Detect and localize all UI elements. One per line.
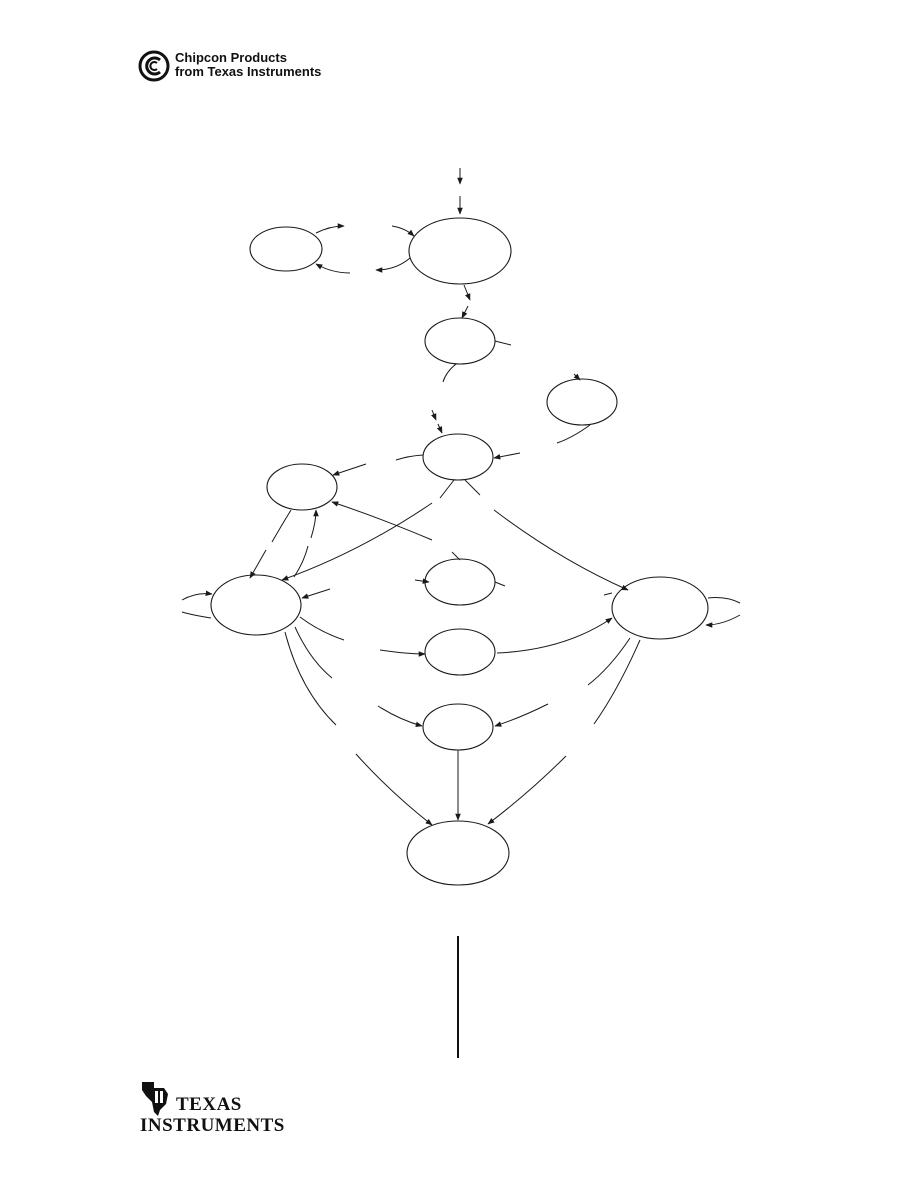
transition-6-to-7 (249, 549, 267, 579)
ti-text-line-1: Texas (176, 1094, 242, 1115)
state-node-10 (424, 628, 496, 676)
state-node-7 (210, 574, 302, 636)
transition-4-exit (556, 424, 591, 444)
transition-9-self-a (707, 597, 741, 604)
transition-7-self-a (181, 611, 212, 619)
state-node-4 (546, 378, 618, 426)
transition-8-stub (451, 551, 461, 561)
footer-divider (457, 936, 459, 1058)
state-node-11 (422, 703, 494, 751)
state-node-8 (424, 558, 496, 606)
state-node-6 (266, 463, 338, 511)
transition-5-to-9-a (464, 479, 481, 496)
transition-2-to-3-b (461, 305, 469, 319)
transition-3-side (494, 340, 512, 346)
transition-9-to-12-a (593, 639, 641, 725)
transition-5-to-7 (281, 502, 433, 581)
transition-7-to-11-a (294, 626, 333, 679)
transition-5-to-7-a (439, 479, 455, 499)
transition-8-to-6 (331, 501, 433, 541)
transition-7-to-10-a (299, 616, 345, 641)
chipcon-header-logo: Chipcon Products from Texas Instruments (138, 50, 368, 84)
transition-7-self (181, 590, 213, 601)
transition-7-to-11 (377, 705, 423, 728)
ti-text-line-2: Instruments (140, 1115, 285, 1136)
transition-7-to-6-a (293, 545, 309, 578)
transition-5-to-9 (493, 509, 629, 591)
transition-1-to-2 (315, 223, 345, 234)
ti-logo-icon (142, 1082, 168, 1116)
transition-2-to-3 (463, 284, 471, 301)
state-node-9 (611, 576, 709, 640)
transition-7-to-12-a (284, 631, 337, 726)
ti-footer-logo: Texas Instruments (138, 1078, 298, 1136)
transition-9-to-11-a (587, 637, 631, 686)
chipcon-logo-icon (138, 50, 170, 82)
transition-to-7-right (301, 588, 331, 599)
transition-to-5-top-b (436, 423, 443, 434)
transition-3-down (442, 363, 457, 383)
state-node-5 (422, 433, 494, 481)
transition-to-5-right (493, 452, 521, 460)
company-line-1: Chipcon Products (175, 50, 287, 65)
transition-9-in-left (603, 592, 613, 596)
transition-8-out (494, 581, 506, 587)
transition-to-5-top (431, 409, 437, 421)
transition-9-to-11 (494, 703, 549, 727)
company-line-2: from Texas Instruments (175, 64, 322, 79)
transition-6-to-7-a (271, 509, 292, 543)
state-node-12 (406, 820, 510, 886)
transition-5-to-6-arrow (332, 463, 367, 476)
transition-2-to-1 (375, 257, 411, 273)
transition-7-to-6 (310, 509, 319, 539)
state-node-3 (424, 317, 496, 365)
transition-1-to-2-b (391, 225, 415, 237)
transition-7-to-12 (355, 753, 433, 826)
transition-8-in (414, 578, 430, 584)
transition-5-to-6-left (395, 454, 424, 461)
transition-4-entry (573, 373, 581, 381)
state-node-1 (249, 226, 323, 272)
transition-9-self (705, 614, 741, 628)
transition-10-to-9 (496, 617, 613, 654)
transition-2-to-1-b (315, 263, 351, 274)
state-node-2 (408, 217, 512, 285)
transition-7-to-10 (379, 649, 426, 657)
chipcon-logo-text: Chipcon Products from Texas Instruments (175, 51, 321, 79)
transition-9-to-12 (487, 755, 567, 825)
